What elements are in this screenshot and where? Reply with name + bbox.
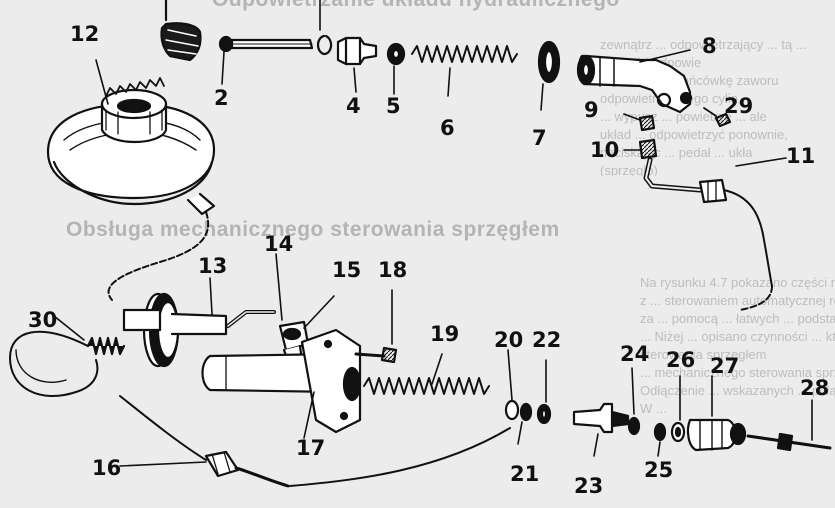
piston-23-part (574, 404, 628, 456)
label-2: 2 (214, 86, 229, 110)
circlip-part (318, 0, 331, 54)
ring-part (539, 42, 559, 110)
label-14: 14 (264, 232, 294, 256)
label-12: 12 (70, 22, 100, 46)
fluid-reservoir-part (48, 60, 214, 214)
spring-part (412, 46, 517, 96)
background-line: (sprzęgło) (600, 163, 658, 176)
bolt-18-part (356, 290, 396, 362)
label-17: 17 (296, 436, 326, 460)
label-20: 20 (494, 328, 524, 352)
label-5: 5 (386, 94, 401, 118)
label-15: 15 (332, 258, 362, 282)
background-line: z ... sterowaniem automatycznej regulacj… (640, 293, 835, 308)
slave-cylinder-17-part (203, 330, 361, 438)
clutch-cable-16-part (120, 396, 510, 486)
seal-25-part (655, 424, 665, 456)
bolt-29-part (704, 108, 730, 126)
return-spring-30-part (10, 316, 124, 396)
label-26: 26 (666, 348, 696, 372)
label-18: 18 (378, 258, 408, 282)
background-line: Na rysunku 4.7 pokazano części mechanicz… (640, 275, 835, 290)
background-line: za ... pomocą ... łatwych ... podstawowy… (640, 311, 835, 326)
label-28: 28 (800, 376, 830, 400)
label-19: 19 (430, 322, 460, 346)
spring-19-part (364, 354, 489, 394)
seal-22-part (538, 360, 550, 423)
label-9: 9 (584, 98, 599, 122)
seal-washer-9-part (624, 114, 654, 130)
reservoir-hose-path (107, 211, 210, 301)
seal-part (388, 44, 404, 94)
background-line: ... Niżej ... opisano czynności ... któr… (640, 329, 835, 344)
label-8: 8 (702, 34, 717, 58)
background-line: układ ... odpowietrzyć ponownie, naciska… (600, 127, 788, 160)
background-line: sterowania sprzęgłem (640, 347, 767, 362)
seal-21-part (518, 404, 531, 444)
seal-20-part (506, 350, 518, 419)
label-21: 21 (510, 462, 540, 486)
background-paragraph-lower: Na rysunku 4.7 pokazano części mechanicz… (640, 274, 835, 504)
label-6: 6 (440, 116, 455, 140)
label-24: 24 (620, 342, 650, 366)
background-heading-top: Odpowietrzanie układu hydraulicznego (212, 0, 620, 12)
master-cylinder-body-part (578, 50, 691, 112)
label-23: 23 (574, 474, 604, 498)
label-30: 30 (28, 308, 58, 332)
pushrod-28-part (748, 400, 830, 450)
label-11: 11 (786, 144, 816, 168)
background-line: ... mechanicznego sterowania sprzęgłem (640, 365, 835, 380)
piston-part (338, 38, 376, 92)
label-13: 13 (198, 254, 228, 278)
label-16: 16 (92, 456, 122, 480)
label-25: 25 (644, 458, 674, 482)
label-4: 4 (346, 94, 361, 118)
label-29: 29 (724, 94, 754, 118)
bellows-boot-part (161, 0, 200, 60)
slave-flange-13-part (124, 278, 226, 366)
seal-24-part (629, 368, 639, 434)
hydraulic-pipe-part (646, 158, 786, 286)
washer-26-part (672, 376, 684, 441)
label-22: 22 (532, 328, 562, 352)
dust-boot-27-part (688, 376, 745, 450)
label-10: 10 (590, 138, 620, 162)
label-27: 27 (710, 354, 740, 378)
background-line: W ... (640, 401, 667, 416)
banjo-fitting-10-part (624, 140, 656, 158)
pipe-continuation-path (739, 285, 773, 311)
bleed-pipe-14-part (228, 254, 282, 326)
background-line: Odłączenie ... wskazanych ... połączeń .… (640, 383, 835, 398)
label-7: 7 (532, 126, 547, 150)
background-heading-mid: Obsługa mechanicznego sterowania sprzęgł… (66, 218, 560, 241)
pushrod-part (220, 37, 312, 84)
